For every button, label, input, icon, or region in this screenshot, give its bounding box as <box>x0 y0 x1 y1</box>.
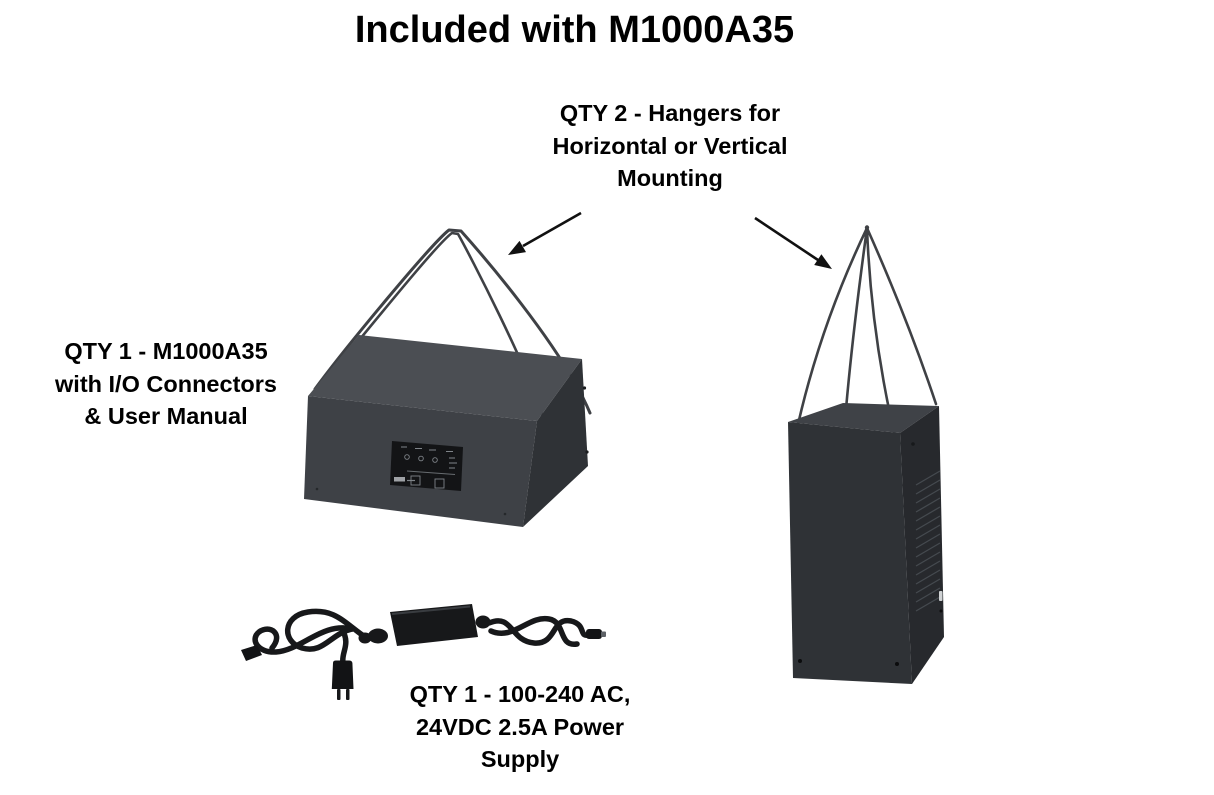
screw <box>798 659 802 663</box>
page-title: Included with M1000A35 <box>354 9 795 51</box>
ac-plug-body <box>331 660 354 689</box>
hanger-callout-arrows <box>508 211 832 269</box>
power-supply-callout-label: QTY 1 - 100-240 AC, 24VDC 2.5A Power Sup… <box>409 681 631 772</box>
adapter-brick <box>390 604 478 646</box>
adapter-brick-highlight <box>391 605 471 615</box>
horizontal-hanger-wire-outer <box>313 228 592 415</box>
vertical-unit-front-face <box>788 422 912 684</box>
power-cables <box>252 608 592 666</box>
side-label-sliver <box>939 591 943 601</box>
vent-slots <box>915 470 941 612</box>
screw <box>315 487 319 491</box>
screw <box>582 386 587 390</box>
hanger-apex <box>864 225 870 230</box>
arrowhead-left <box>508 240 526 255</box>
screw <box>585 450 589 454</box>
arrow-to-left-hanger <box>522 211 582 248</box>
hangers-callout-label: QTY 2 - Hangers for Horizontal or Vertic… <box>552 100 788 191</box>
screw <box>503 512 507 516</box>
power-supply-illustration <box>241 604 606 700</box>
cable-end-connector <box>241 645 262 661</box>
vertical-unit-top-face <box>788 403 939 433</box>
ac-plug-prong <box>346 689 350 700</box>
horizontal-unit-top-face <box>308 335 582 421</box>
io-panel <box>390 441 463 491</box>
dc-barrel-connector <box>586 629 602 639</box>
screw <box>911 442 915 446</box>
io-panel-markings <box>394 446 457 489</box>
vertical-hanger-wires <box>793 226 938 451</box>
strain-relief-right <box>475 615 491 629</box>
strain-relief-left-2 <box>358 632 372 644</box>
ac-plug-prong <box>337 689 341 700</box>
arrow-to-right-hanger <box>754 216 819 262</box>
arrowhead-right <box>814 254 832 269</box>
dc-barrel-tip <box>601 631 606 637</box>
horizontal-unit-side-face <box>523 359 588 527</box>
strain-relief-left <box>368 628 388 644</box>
screw <box>939 609 943 613</box>
horizontal-unit-illustration <box>304 228 592 527</box>
main-unit-callout-label: QTY 1 - M1000A35 with I/O Connectors & U… <box>55 338 277 429</box>
vertical-unit-illustration <box>788 225 944 684</box>
screw <box>895 662 899 666</box>
